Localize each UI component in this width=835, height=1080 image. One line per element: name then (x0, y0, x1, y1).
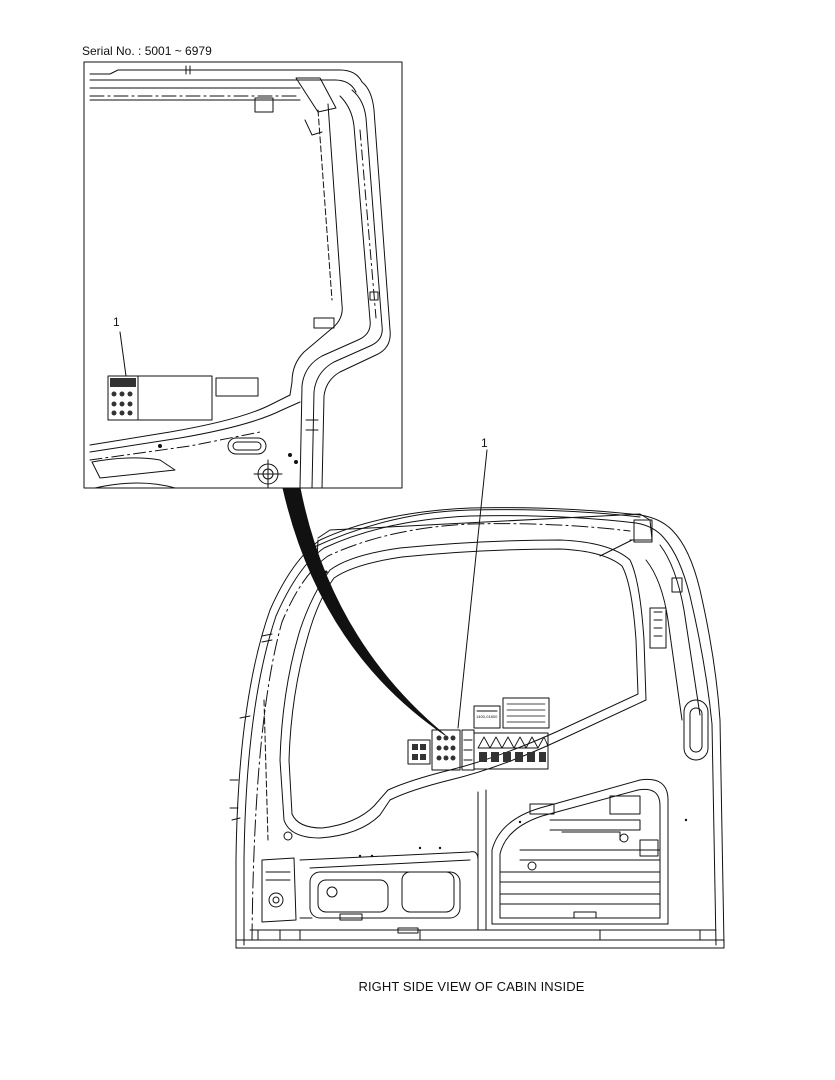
zoom-wedge (282, 487, 446, 736)
decal-warning-strip (473, 732, 549, 770)
decal-plate-b (502, 697, 550, 729)
pillar-slot (683, 699, 709, 761)
figure-caption: RIGHT SIDE VIEW OF CABIN INSIDE (358, 979, 585, 994)
handle-bracket (649, 607, 667, 649)
cabin-main: 1400-01800 (229, 449, 725, 949)
detail-inset (83, 61, 403, 489)
detail-decal-blank (137, 375, 213, 421)
main-callout-number: 1 (481, 436, 488, 450)
decal-plate-a (473, 705, 501, 729)
decal-small-left (407, 739, 431, 765)
detail-callout-number: 1 (113, 315, 120, 329)
decal-pictogram (431, 729, 461, 771)
slot-plate (529, 803, 555, 815)
detail-decal-small (215, 377, 259, 397)
detail-frame (83, 61, 403, 489)
callout-leader (457, 449, 488, 729)
decal-plate-a-text: 1400-01800 (476, 714, 498, 719)
serial-number-label: Serial No. : 5001 ~ 6979 (82, 44, 212, 58)
